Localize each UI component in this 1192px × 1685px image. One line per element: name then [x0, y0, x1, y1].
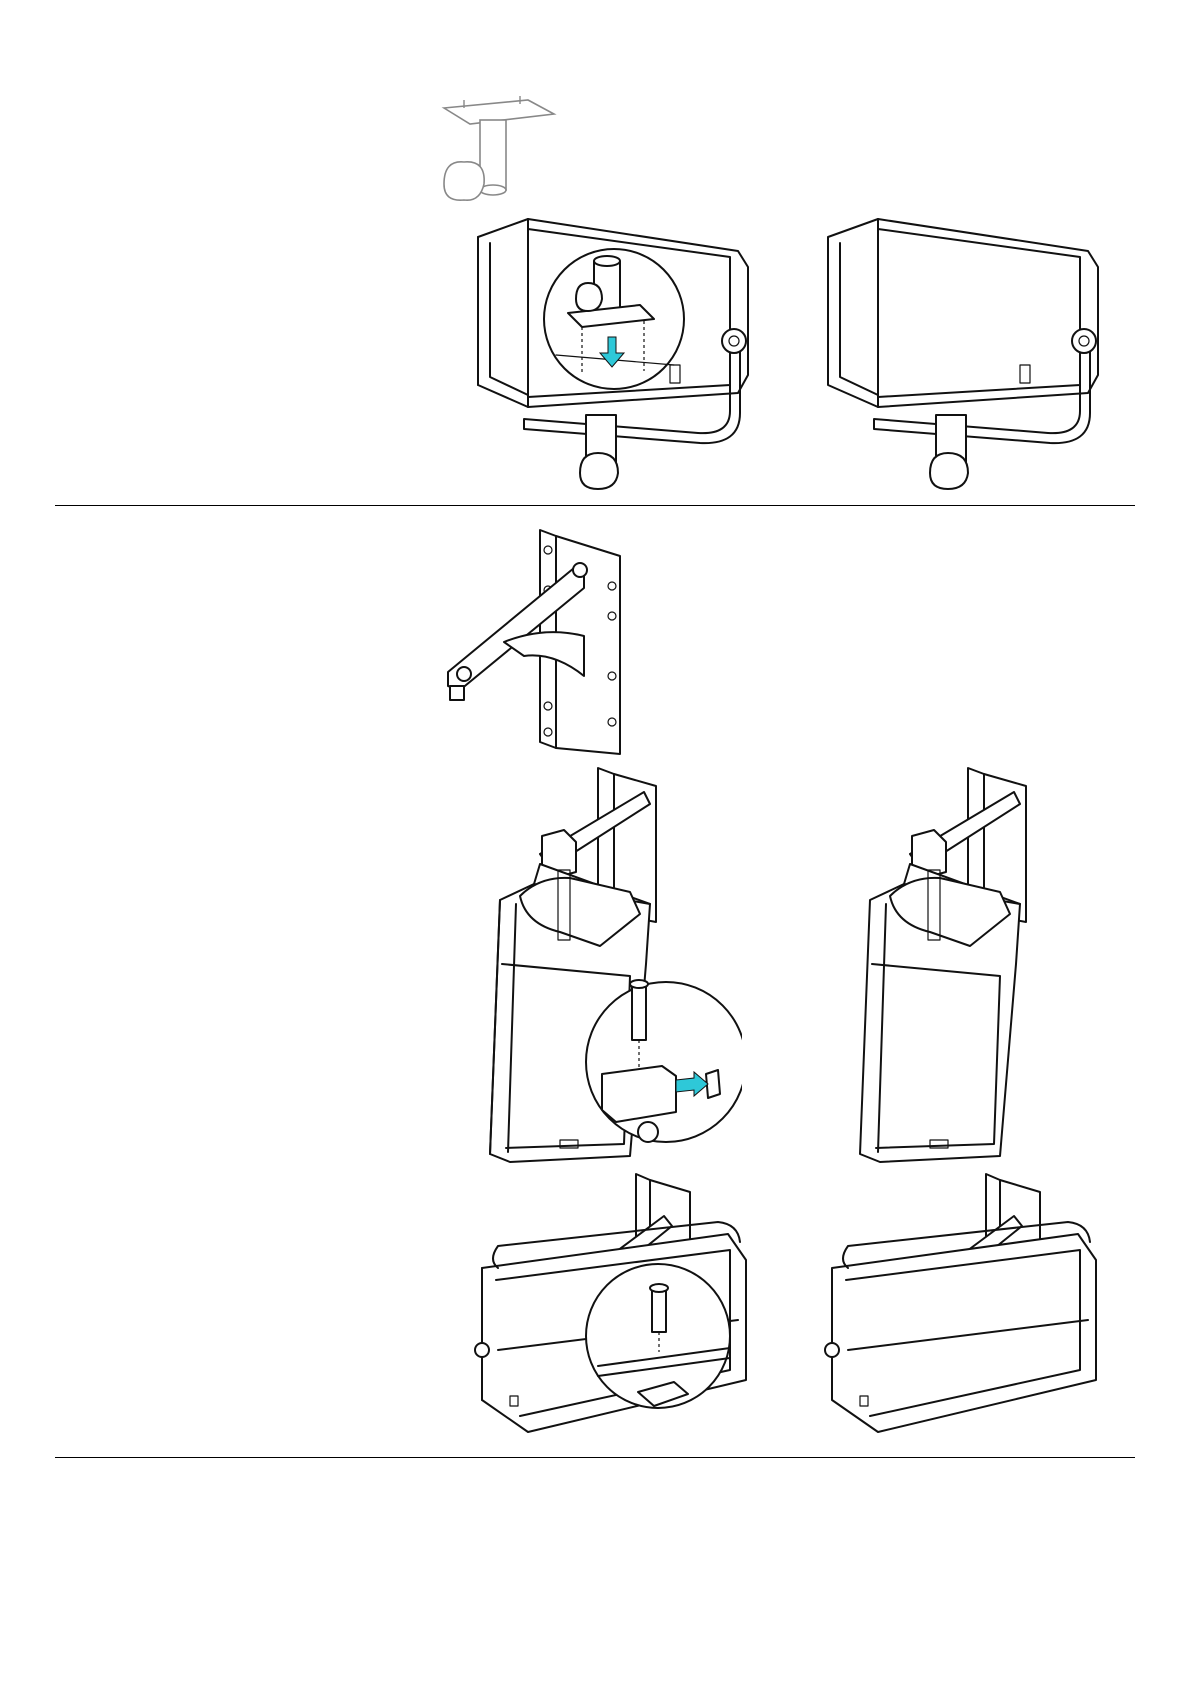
horizontal-speaker-bracket-complete [818, 1170, 1108, 1440]
vertical-speaker-bracket-complete [850, 764, 1070, 1164]
wall-bracket-part [444, 526, 654, 758]
speaker-pole-mount-complete [818, 215, 1108, 495]
section-divider [55, 505, 1135, 506]
pole-adapter-illustration [440, 88, 560, 218]
section-divider [55, 1457, 1135, 1458]
horizontal-speaker-bracket-assembly [468, 1170, 758, 1440]
speaker-pole-mount-assembly [468, 215, 758, 495]
vertical-speaker-bracket-assembly [480, 764, 742, 1164]
